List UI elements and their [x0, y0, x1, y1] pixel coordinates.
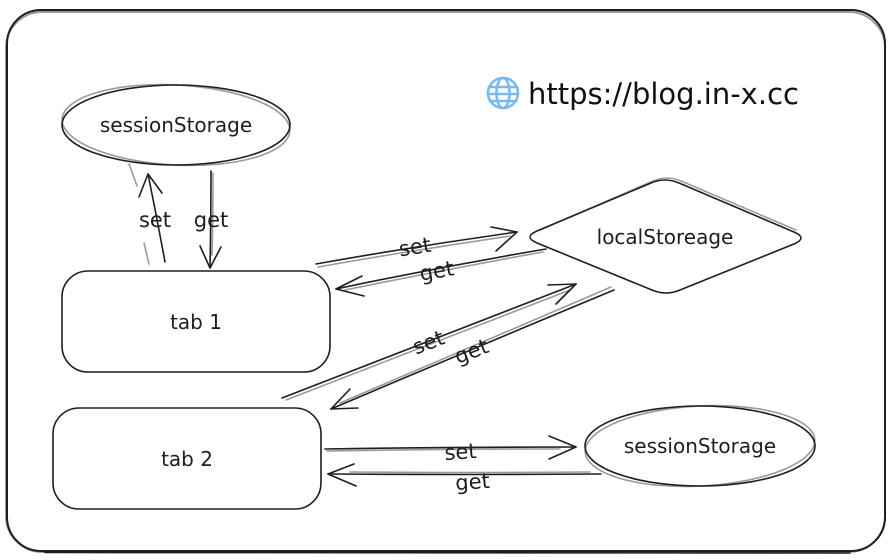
edge-label-set: set [444, 439, 478, 465]
site-url-text: https://blog.in-x.cc [528, 77, 799, 111]
arrow-line [327, 473, 602, 476]
arrow-line-second-pass [285, 289, 571, 401]
tab-2-box [52, 407, 322, 510]
arrowhead-down [199, 245, 222, 269]
edge-session-top-get-tab1: get [194, 170, 228, 269]
site-header: https://blog.in-x.cc [486, 76, 799, 111]
arrowhead-up [138, 173, 163, 198]
session-storage-top-ellipse-second-pass [61, 83, 291, 167]
edge-tab2-set-local: set [281, 283, 577, 401]
node-tab-2: tab 2 [52, 407, 322, 510]
node-tab-1: tab 1 [61, 270, 331, 373]
arrow-line [315, 231, 518, 265]
arrowhead-left [327, 463, 357, 487]
edge-tab1-set-local: set [315, 226, 518, 268]
local-storage-diamond-second-pass [539, 177, 797, 231]
edge-label-set: set [139, 208, 171, 232]
arrow-line [209, 170, 212, 269]
arrowhead-right [548, 435, 577, 460]
arrow-line [281, 283, 577, 399]
arrow-line-second-pass [211, 172, 214, 256]
arrow-line [335, 248, 547, 290]
tab-1-box [61, 270, 331, 373]
frame-bottom-stroke [44, 551, 851, 554]
edge-session-bottom-get-tab2: get [327, 463, 602, 495]
arrow-line-second-pass [326, 448, 561, 452]
arrow-line-second-pass [128, 163, 150, 265]
tab-2-label: tab 2 [161, 447, 213, 471]
outer-frame [5, 9, 886, 554]
arrow-line-second-pass [317, 235, 511, 268]
arrow-line [330, 289, 615, 410]
edge-label-get: get [194, 208, 228, 232]
arrow-line-second-pass [339, 286, 612, 404]
arrowhead-upright [547, 283, 577, 305]
arrow-line-second-pass [349, 471, 591, 474]
edge-label-get: get [418, 256, 456, 286]
edge-label-get: get [451, 334, 492, 369]
globe-icon [486, 76, 520, 110]
node-session-storage-top: sessionStorage [61, 83, 291, 167]
edge-label-get: get [454, 469, 490, 495]
arrowhead-downleft [330, 388, 359, 410]
session-storage-top-ellipse [61, 84, 291, 166]
edge-tab2-set-session-bottom: set [324, 435, 577, 465]
local-storage-label: localStoreage [597, 225, 734, 249]
node-local-storage: localStoreage [529, 177, 802, 294]
session-storage-bottom-ellipse-second-pass [584, 404, 816, 488]
arrowhead-right [490, 226, 518, 252]
arrowhead-left [335, 275, 365, 297]
node-session-storage-bottom: sessionStorage [584, 404, 816, 488]
edge-label-set: set [409, 326, 448, 360]
session-storage-bottom-label: sessionStorage [624, 434, 776, 458]
local-storage-diamond [529, 179, 802, 294]
session-storage-bottom-ellipse [584, 405, 816, 487]
edge-tab1-set-session-top: set [128, 163, 171, 265]
edge-local-get-tab2: get [330, 286, 615, 410]
tab-1-label: tab 1 [170, 310, 222, 334]
frame-outline [6, 9, 886, 552]
edge-local-get-tab1: get [335, 248, 547, 297]
session-storage-top-label: sessionStorage [100, 113, 252, 137]
edge-label-set: set [397, 233, 432, 262]
arrow-line [147, 173, 166, 263]
arrow-line-second-pass [344, 251, 544, 291]
arrow-line [324, 446, 577, 450]
